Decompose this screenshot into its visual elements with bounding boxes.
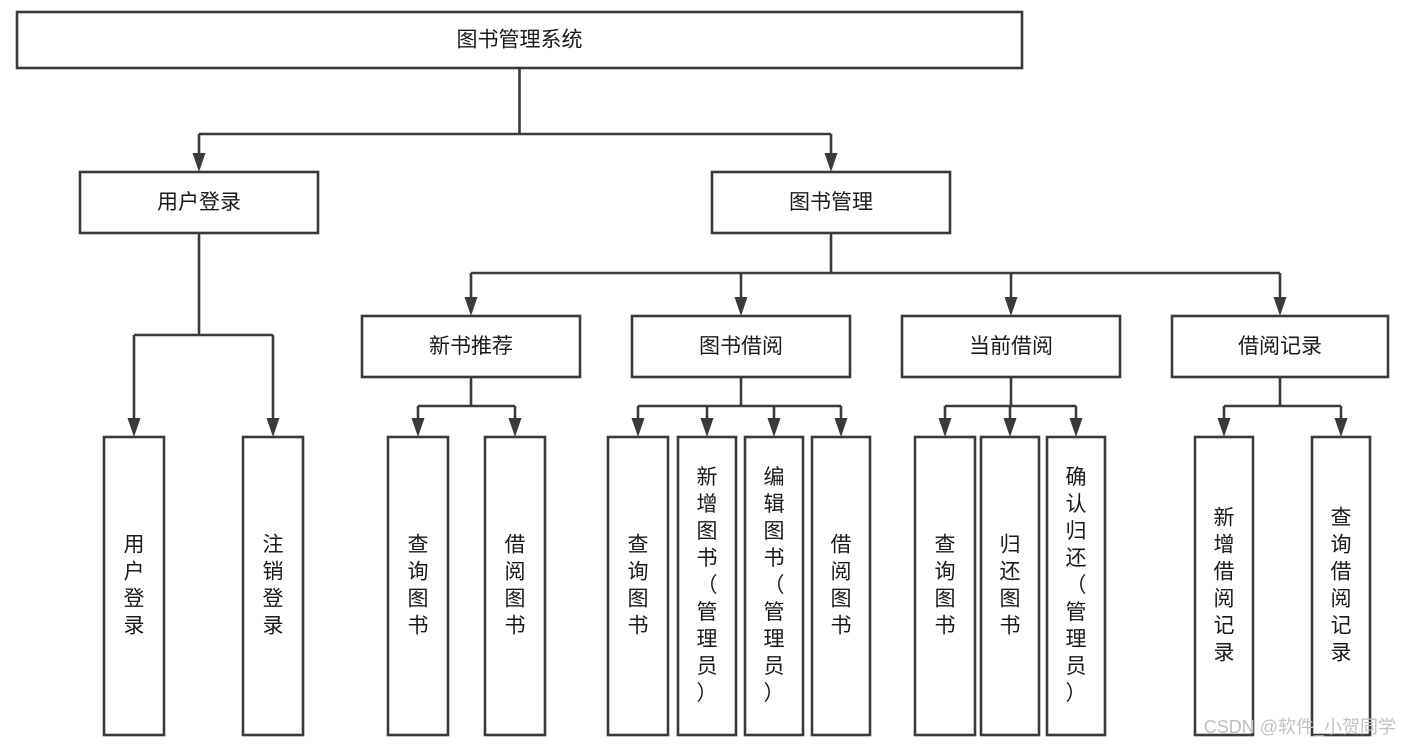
- node-leaf-borrow-book-1[interactable]: 借阅图书: [483, 435, 547, 737]
- node-box-user-login[interactable]: [78, 170, 320, 235]
- arrow-head-leaf-confirm-return: [1069, 418, 1083, 437]
- node-box-borrow-record[interactable]: [1170, 314, 1390, 379]
- edge-group-new-book-rec: [411, 377, 522, 437]
- node-box-book-borrow[interactable]: [630, 314, 852, 379]
- edge-group-book-borrow: [631, 377, 848, 437]
- arrow-head-leaf-borrow-book-2: [834, 418, 848, 437]
- node-box-leaf-return-book[interactable]: [979, 435, 1041, 737]
- node-user-login[interactable]: 用户登录: [78, 170, 320, 235]
- edge-group-borrow-record: [1217, 377, 1348, 437]
- node-label-leaf-edit-book: 编辑图书（管理员）: [764, 466, 785, 705]
- node-box-leaf-borrow-book-2[interactable]: [810, 435, 872, 737]
- node-box-leaf-add-book[interactable]: [676, 435, 738, 737]
- node-label-borrow-record: 借阅记录: [1238, 335, 1322, 358]
- node-leaf-query-book-1[interactable]: 查询图书: [386, 435, 450, 737]
- arrow-head-leaf-query-book-2: [631, 418, 645, 437]
- node-label-leaf-query-book-2: 查询图书: [628, 533, 649, 637]
- watermark-label: CSDN @软件_小贺同学: [1204, 717, 1396, 738]
- node-leaf-edit-book[interactable]: 编辑图书（管理员）: [743, 435, 805, 737]
- arrow-head-leaf-borrow-book-1: [508, 418, 522, 437]
- node-leaf-add-record[interactable]: 新增借阅记录: [1193, 435, 1255, 737]
- node-borrow-record[interactable]: 借阅记录: [1170, 314, 1390, 379]
- node-box-leaf-edit-book[interactable]: [743, 435, 805, 737]
- arrow-head-leaf-user-login: [127, 418, 141, 437]
- node-box-leaf-logout[interactable]: [241, 435, 305, 737]
- edge-group-book-manage: [464, 233, 1287, 316]
- node-label-leaf-borrow-book-1: 借阅图书: [505, 533, 526, 637]
- edge-group-root: [192, 68, 838, 172]
- node-label-leaf-logout: 注销登录: [263, 533, 284, 637]
- node-box-leaf-borrow-book-1[interactable]: [483, 435, 547, 737]
- arrow-head-leaf-add-book: [700, 418, 714, 437]
- node-label-leaf-add-record: 新增借阅记录: [1214, 506, 1235, 664]
- node-leaf-borrow-book-2[interactable]: 借阅图书: [810, 435, 872, 737]
- node-current-borrow[interactable]: 当前借阅: [900, 314, 1122, 379]
- nodes-layer: 图书管理系统用户登录图书管理新书推荐图书借阅当前借阅借阅记录用户登录注销登录查询…: [15, 10, 1390, 737]
- arrow-head-leaf-edit-book: [767, 418, 781, 437]
- node-label-book-borrow: 图书借阅: [699, 335, 783, 358]
- edge-group-current-borrow: [938, 377, 1083, 437]
- node-label-leaf-return-book: 归还图书: [1000, 533, 1021, 637]
- arrow-head-leaf-logout: [266, 418, 280, 437]
- arrow-head-leaf-query-book-3: [938, 418, 952, 437]
- node-label-leaf-user-login: 用户登录: [124, 533, 145, 637]
- node-box-leaf-confirm-return[interactable]: [1045, 435, 1107, 737]
- node-label-new-book-rec: 新书推荐: [429, 335, 513, 358]
- node-label-leaf-borrow-book-2: 借阅图书: [831, 533, 852, 637]
- arrow-head-leaf-return-book: [1003, 418, 1017, 437]
- arrow-head-borrow-record: [1273, 297, 1287, 316]
- node-leaf-user-login[interactable]: 用户登录: [102, 435, 166, 737]
- node-leaf-logout[interactable]: 注销登录: [241, 435, 305, 737]
- node-box-leaf-query-book-3[interactable]: [913, 435, 977, 737]
- node-leaf-query-record[interactable]: 查询借阅记录: [1310, 435, 1372, 737]
- arrow-head-leaf-query-book-1: [411, 418, 425, 437]
- node-box-leaf-add-record[interactable]: [1193, 435, 1255, 737]
- node-label-book-manage: 图书管理: [789, 191, 873, 214]
- node-box-book-manage[interactable]: [710, 170, 952, 235]
- node-label-root: 图书管理系统: [457, 29, 583, 52]
- node-book-borrow[interactable]: 图书借阅: [630, 314, 852, 379]
- node-label-leaf-query-record: 查询借阅记录: [1331, 506, 1352, 664]
- node-leaf-return-book[interactable]: 归还图书: [979, 435, 1041, 737]
- node-leaf-query-book-3[interactable]: 查询图书: [913, 435, 977, 737]
- node-leaf-confirm-return[interactable]: 确认归还（管理员）: [1045, 435, 1107, 737]
- node-leaf-add-book[interactable]: 新增图书（管理员）: [676, 435, 738, 737]
- edge-group-user-login: [127, 233, 280, 437]
- node-label-leaf-add-book: 新增图书（管理员）: [697, 466, 718, 705]
- node-label-leaf-query-book-1: 查询图书: [408, 533, 429, 637]
- node-book-manage[interactable]: 图书管理: [710, 170, 952, 235]
- node-box-new-book-rec[interactable]: [360, 314, 582, 379]
- node-label-current-borrow: 当前借阅: [969, 335, 1053, 358]
- node-box-current-borrow[interactable]: [900, 314, 1122, 379]
- arrow-head-current-borrow: [1004, 297, 1018, 316]
- arrow-head-new-book-rec: [464, 297, 478, 316]
- node-root[interactable]: 图书管理系统: [15, 10, 1024, 70]
- arrow-head-leaf-add-record: [1217, 418, 1231, 437]
- arrow-head-leaf-query-record: [1334, 418, 1348, 437]
- arrow-head-user-login: [192, 153, 206, 172]
- node-label-user-login: 用户登录: [157, 191, 241, 214]
- node-box-leaf-user-login[interactable]: [102, 435, 166, 737]
- arrow-head-book-manage: [824, 153, 838, 172]
- node-label-leaf-query-book-3: 查询图书: [935, 533, 956, 637]
- node-label-leaf-confirm-return: 确认归还（管理员）: [1066, 466, 1087, 705]
- node-box-leaf-query-book-2[interactable]: [606, 435, 670, 737]
- node-box-root[interactable]: [15, 10, 1024, 70]
- node-box-leaf-query-record[interactable]: [1310, 435, 1372, 737]
- edges-layer: [127, 68, 1348, 437]
- node-new-book-rec[interactable]: 新书推荐: [360, 314, 582, 379]
- node-box-leaf-query-book-1[interactable]: [386, 435, 450, 737]
- node-leaf-query-book-2[interactable]: 查询图书: [606, 435, 670, 737]
- arrow-head-book-borrow: [734, 297, 748, 316]
